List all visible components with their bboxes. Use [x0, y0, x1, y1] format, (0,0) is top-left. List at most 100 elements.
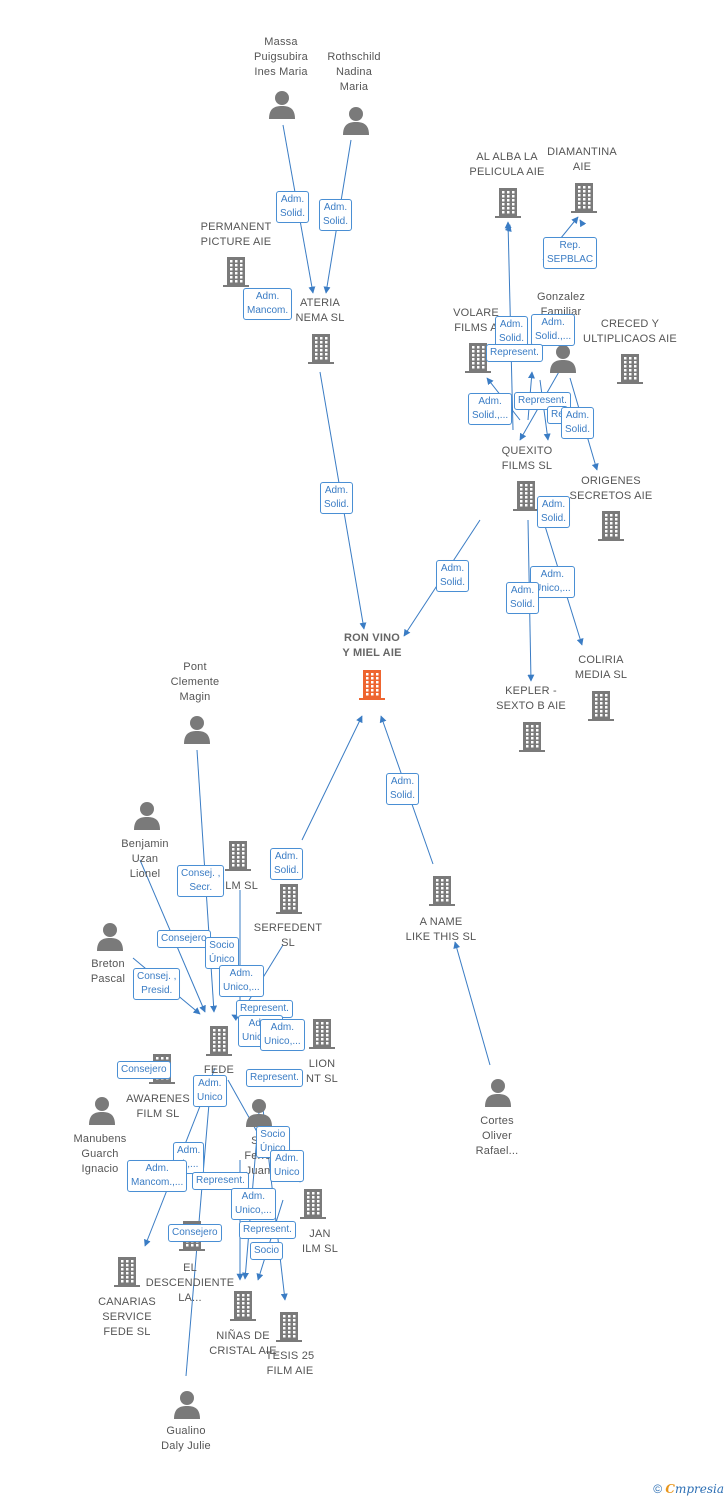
relation-label[interactable]: Consej. , Presid.: [133, 968, 181, 1000]
relation-label[interactable]: Represent.: [192, 1172, 249, 1190]
relation-label[interactable]: Adm. d.,...: [173, 1142, 205, 1174]
person-icon[interactable]: [483, 1076, 513, 1113]
relation-label[interactable]: Consejero: [117, 1061, 171, 1079]
building-icon[interactable]: [298, 1187, 328, 1224]
node-canarias[interactable]: CANARIAS SERVICE FEDE SL: [98, 1295, 156, 1340]
node-aname[interactable]: A NAME LIKE THIS SL: [406, 915, 477, 945]
person-icon[interactable]: [341, 104, 371, 141]
relation-label[interactable]: Adm. Unico,...: [219, 965, 264, 997]
building-icon[interactable]: [517, 720, 547, 757]
node-ronvino[interactable]: RON VINO Y MIEL AIE: [342, 631, 401, 661]
relation-label[interactable]: Socio Único: [205, 937, 239, 969]
node-massa[interactable]: Massa Puigsubira Ines Maria: [254, 35, 308, 80]
relation-label[interactable]: Represent.: [239, 1221, 296, 1239]
person-icon[interactable]: [267, 88, 297, 125]
relation-label[interactable]: Represent.: [514, 392, 571, 410]
relation-label[interactable]: Adm. Solid.: [561, 407, 595, 439]
node-breton[interactable]: Breton Pascal: [91, 957, 125, 987]
relation-label[interactable]: Adm. Solid.: [270, 848, 304, 880]
building-icon[interactable]: [511, 479, 541, 516]
building-icon[interactable]: [586, 689, 616, 726]
relation-label[interactable]: Consejero: [168, 1224, 222, 1242]
relation-label[interactable]: Adm. Mancom.: [243, 288, 293, 320]
node-label: Cortes Oliver Rafael...: [475, 1115, 519, 1157]
node-creced[interactable]: CRECED Y ULTIPLICAOS AIE: [583, 317, 677, 347]
person-icon[interactable]: [95, 920, 125, 957]
relation-label[interactable]: Adm. Solid.: [495, 316, 529, 348]
relation-label[interactable]: Adm. Solid.: [436, 560, 470, 592]
relation-label[interactable]: Adm. Unico: [270, 1150, 304, 1182]
node-awareness[interactable]: AWARENES FILM SL: [126, 1092, 190, 1122]
relation-label[interactable]: Adm. Solid.: [506, 582, 540, 614]
building-icon[interactable]: [112, 1255, 142, 1292]
building-icon[interactable]: [204, 1024, 234, 1061]
relation-label[interactable]: Rep. SEPBLAC: [543, 237, 598, 269]
person-icon[interactable]: [132, 799, 162, 836]
relation-label[interactable]: Adm. Solid.: [537, 496, 571, 528]
relation-label[interactable]: Adm. Solid.: [276, 191, 310, 223]
relation-label[interactable]: Represent.: [486, 344, 543, 362]
node-lion[interactable]: LION NT SL: [306, 1057, 338, 1087]
node-pont[interactable]: Pont Clemente Magin: [171, 660, 220, 705]
person-icon[interactable]: [87, 1094, 117, 1131]
building-icon[interactable]: [569, 181, 599, 218]
building-icon[interactable]: [596, 509, 626, 546]
node-jan[interactable]: JAN ILM SL: [302, 1227, 338, 1257]
relation-label[interactable]: Adm. Unico,...: [260, 1019, 305, 1051]
building-icon[interactable]: [615, 352, 645, 389]
relation-label[interactable]: Consejero: [157, 930, 211, 948]
building-icon[interactable]: [493, 186, 523, 223]
relation-label[interactable]: Adm. Solid.: [320, 482, 354, 514]
node-quexito[interactable]: QUEXITO FILMS SL: [502, 444, 553, 474]
node-benjamin[interactable]: Benjamin Uzan Lionel: [121, 837, 168, 882]
relation-label[interactable]: Adm. Solid.: [386, 773, 420, 805]
node-manubens[interactable]: Manubens Guarch Ignacio: [74, 1132, 127, 1177]
node-film_sl[interactable]: ILM SL: [222, 879, 258, 894]
relation-label[interactable]: Consej. , Secr.: [177, 865, 225, 897]
relation-label[interactable]: Adm. Unico,...: [231, 1188, 276, 1220]
node-serfedent[interactable]: SERFEDENT SL: [254, 921, 322, 951]
relation-label[interactable]: Adm. Solid.,...: [468, 393, 513, 425]
building-icon[interactable]: [463, 341, 493, 378]
person-icon[interactable]: [172, 1388, 202, 1425]
node-label: Massa Puigsubira Ines Maria: [254, 36, 308, 78]
person-icon[interactable]: [548, 342, 578, 379]
relation-label[interactable]: Adm. Unico: [193, 1075, 227, 1107]
relation-label[interactable]: Adm. Solid.,...: [531, 314, 576, 346]
person-icon[interactable]: [182, 713, 212, 750]
node-diamantina[interactable]: DIAMANTINA AIE: [547, 145, 617, 175]
building-icon[interactable]: [223, 839, 253, 876]
node-fede[interactable]: FEDE: [204, 1063, 234, 1078]
node-label: AL ALBA LA PELICULA AIE: [469, 151, 545, 178]
node-cortes[interactable]: Cortes Oliver Rafael...: [476, 1114, 519, 1159]
relation-label[interactable]: Represent.: [246, 1069, 303, 1087]
node-cafeteria[interactable]: ATERIA NEMA SL: [295, 296, 344, 326]
node-label: FEDE: [203, 1064, 235, 1076]
node-descendiente[interactable]: EL DESCENDIENTE LA...: [146, 1261, 235, 1306]
node-coliria[interactable]: COLIRIA MEDIA SL: [575, 653, 627, 683]
building-icon[interactable]: [427, 874, 457, 911]
building-icon[interactable]: [307, 1017, 337, 1054]
relation-label[interactable]: Adm. Solid.: [319, 199, 353, 231]
node-tesis[interactable]: TESIS 25 FILM AIE: [266, 1349, 315, 1379]
node-ninas[interactable]: NIÑAS DE CRISTAL AIE: [209, 1329, 277, 1359]
node-label: AWARENES FILM SL: [126, 1093, 190, 1120]
relation-label[interactable]: Socio: [250, 1242, 284, 1260]
building-icon[interactable]: [274, 882, 304, 919]
node-alalba[interactable]: AL ALBA LA PELICULA AIE: [469, 150, 544, 180]
node-kepler[interactable]: KEPLER - SEXTO B AIE: [496, 684, 566, 714]
building-icon[interactable]: [357, 668, 387, 705]
node-gualino[interactable]: Gualino Daly Julie: [161, 1424, 211, 1454]
relation-label[interactable]: Adm. Mancom.,...: [127, 1160, 188, 1192]
node-volare[interactable]: VOLARE FILMS A: [453, 306, 499, 336]
relationship-edge: [301, 715, 363, 841]
node-permanent[interactable]: PERMANENT PICTURE AIE: [201, 220, 272, 250]
node-origenes[interactable]: ORIGENES SECRETOS AIE: [570, 474, 653, 504]
building-icon[interactable]: [221, 255, 251, 292]
person-icon[interactable]: [244, 1096, 274, 1133]
building-icon[interactable]: [274, 1310, 304, 1347]
building-icon[interactable]: [228, 1289, 258, 1326]
node-rothschild[interactable]: Rothschild Nadina Maria: [327, 50, 380, 95]
building-icon[interactable]: [306, 332, 336, 369]
